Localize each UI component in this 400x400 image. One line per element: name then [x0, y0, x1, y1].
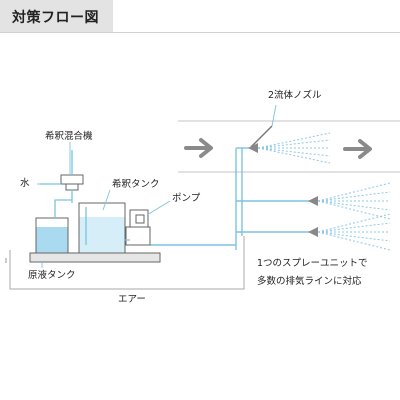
page-title: 対策フロー図 [12, 9, 99, 26]
nozzle-3 [308, 227, 318, 237]
spray-2 [317, 182, 391, 220]
leader-nozzle [271, 104, 277, 127]
stock-tank-liquid [36, 227, 68, 253]
label-pump: ポンプ [172, 193, 201, 204]
label-air: エアー [118, 294, 146, 305]
equipment-base [29, 252, 161, 263]
nozzle-3-head-icon [308, 227, 318, 237]
flow-arrow-left [184, 138, 213, 158]
title-divider [0, 32, 400, 33]
mixer-neck [65, 183, 79, 191]
note-line-1: 1つのスプレーユニットで [257, 258, 368, 269]
dilution-tank-outline [78, 202, 126, 254]
spray-top [257, 132, 331, 164]
tank-pipes [40, 150, 130, 245]
title-bar: 対策フロー図 [0, 0, 400, 33]
nozzle-2-head-icon [308, 196, 318, 206]
pump-port [135, 214, 145, 224]
label-dilution-mixer: 希釈混合機 [45, 130, 93, 142]
nozzle-head-icon [248, 143, 258, 153]
dilution-tank-liquid [79, 217, 125, 253]
leader-lines [37, 104, 277, 268]
label-nozzle: 2流体ノズル [268, 89, 322, 101]
flow-arrow-right [343, 139, 372, 159]
stock-tank [35, 217, 69, 254]
nozzle-2 [308, 196, 318, 206]
label-water: 水 [20, 177, 30, 189]
air-line [9, 236, 245, 290]
leader-pump [146, 200, 171, 216]
pump [125, 209, 151, 246]
dilution-tank [78, 202, 126, 254]
leader-dilution-tank [102, 189, 111, 211]
pipe-network [150, 147, 318, 250]
label-dilution-tank: 希釈タンク [112, 178, 160, 190]
exhaust-duct-lines [178, 120, 400, 173]
stock-tank-outline [35, 217, 69, 254]
label-stock-tank: 原液タンク [28, 269, 76, 281]
title-tab: 対策フロー図 [0, 0, 113, 33]
two-fluid-nozzle [248, 125, 273, 153]
dilution-mixer [60, 174, 84, 191]
note-line-2: 多数の排気ラインに対応 [257, 275, 362, 287]
spray-3 [317, 213, 391, 251]
stock-to-mixer-pipe [54, 199, 72, 218]
pump-base [125, 226, 151, 246]
mixer-body [60, 174, 84, 185]
